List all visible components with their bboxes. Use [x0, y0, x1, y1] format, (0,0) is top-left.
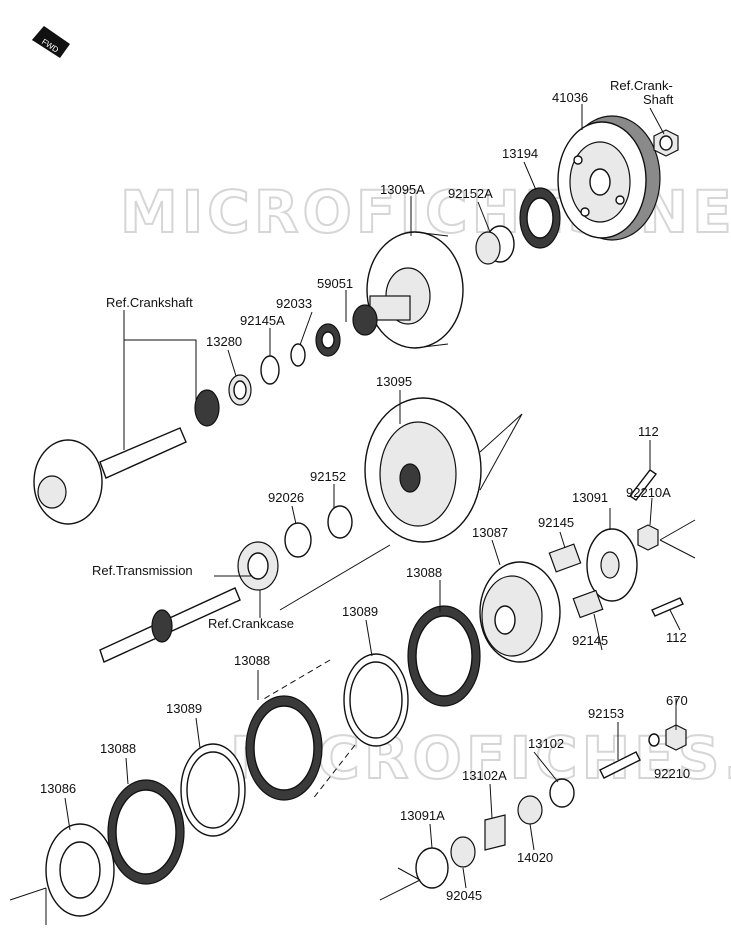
- bolt-112-bottom: [651, 597, 684, 617]
- part-13102-lifter: [549, 778, 575, 808]
- part-41036-outer-clutch: [557, 115, 661, 241]
- label-670: 670: [666, 693, 688, 708]
- label-92145-top: 92145: [538, 515, 574, 530]
- part-13280-spacer: [228, 374, 252, 406]
- part-92152-collar: [327, 505, 353, 539]
- label-92033: 92033: [276, 296, 312, 311]
- leader-13091-arrow: [659, 519, 696, 559]
- label-92153: 92153: [588, 706, 624, 721]
- part-13089-steel-plate-left: [180, 743, 246, 837]
- part-92152A-collar: [475, 225, 515, 265]
- label-ref-transmission: Ref.Transmission: [92, 563, 193, 578]
- label-92210A: 92210A: [626, 485, 671, 500]
- axis-dashed-line: [261, 659, 356, 801]
- part-92145A-ring: [260, 355, 280, 385]
- leader-92152-line: [279, 544, 391, 611]
- label-13088-low: 13088: [100, 741, 136, 756]
- part-92026-spacer: [284, 522, 312, 558]
- crankcase-bearing: [237, 541, 279, 591]
- part-13095-clutch-housing: [364, 397, 523, 543]
- leader-lines: [64, 104, 681, 889]
- part-13102A-lifter-plate: [484, 814, 506, 851]
- label-13088-left: 13088: [234, 653, 270, 668]
- label-59051: 59051: [317, 276, 353, 291]
- label-92145-bottom: 92145: [572, 633, 608, 648]
- label-92152: 92152: [310, 469, 346, 484]
- label-14020: 14020: [517, 850, 553, 865]
- part-13194-one-way-clutch: [519, 187, 561, 249]
- part-92045-bearing: [450, 836, 476, 868]
- label-13089-mid: 13089: [342, 604, 378, 619]
- label-13095A: 13095A: [380, 182, 425, 197]
- label-92045: 92045: [446, 888, 482, 903]
- part-13088-friction-plate-mid: [407, 605, 481, 707]
- label-ref-crankshaft: Ref.Crankshaft: [106, 295, 193, 310]
- label-13095: 13095: [376, 374, 412, 389]
- part-13087-clutch-hub: [479, 561, 561, 663]
- label-13091A: 13091A: [400, 808, 445, 823]
- nut-ref-crankshaft: [653, 129, 679, 157]
- part-13089-steel-plate-mid: [343, 653, 409, 747]
- part-59051-gear: [315, 323, 341, 357]
- part-13086-end-plate: [45, 823, 115, 917]
- transmission-shaft: [99, 587, 241, 663]
- part-92153-push-rod: [599, 751, 641, 779]
- label-13089-left: 13089: [166, 701, 202, 716]
- leader-13091A-arrow: [379, 867, 421, 901]
- label-92145A: 92145A: [240, 313, 285, 328]
- part-13091A-plate: [415, 847, 449, 889]
- part-13088-friction-plate-left: [245, 695, 323, 801]
- label-92152A: 92152A: [448, 186, 493, 201]
- label-92210: 92210: [654, 766, 690, 781]
- label-41036: 41036: [552, 90, 588, 105]
- label-13102A: 13102A: [462, 768, 507, 783]
- part-13091-pressure-plate: [586, 528, 638, 602]
- label-13280: 13280: [206, 334, 242, 349]
- label-13086: 13086: [40, 781, 76, 796]
- label-ref-crankcase: Ref.Crankcase: [208, 616, 294, 631]
- part-13088-friction-plate-low: [107, 779, 185, 885]
- nut-92210A: [637, 524, 659, 551]
- label-13194: 13194: [502, 146, 538, 161]
- part-14020-bracket: [517, 795, 543, 825]
- bolt-112-top: [628, 469, 658, 501]
- part-92145-spring-bottom: [572, 589, 604, 619]
- part-13095A-gear-housing: [352, 231, 464, 349]
- part-92145-spring-top: [548, 543, 582, 573]
- leader-13086-arrow: [9, 887, 47, 925]
- label-ref-crank-shaft-2: Shaft: [643, 92, 674, 107]
- label-112-bottom: 112: [666, 630, 687, 645]
- part-670-washer: [648, 733, 660, 747]
- label-112-top: 112: [638, 424, 659, 439]
- part-92033-circlip: [290, 343, 306, 367]
- label-13091: 13091: [572, 490, 608, 505]
- crankshaft-assembly: [33, 389, 220, 525]
- label-ref-crank-shaft: Ref.Crank-: [610, 78, 673, 93]
- label-92026: 92026: [268, 490, 304, 505]
- fwd-arrow-icon: FWD: [32, 26, 70, 58]
- label-13102: 13102: [528, 736, 564, 751]
- label-13088-mid: 13088: [406, 565, 442, 580]
- label-13087: 13087: [472, 525, 508, 540]
